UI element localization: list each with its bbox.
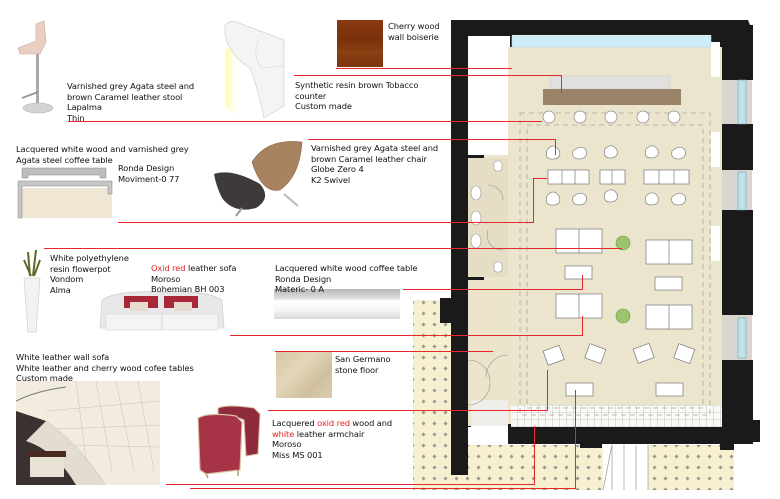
armchair-post-2: leather armchair [294, 428, 365, 439]
armchair-pre: Lacquered [272, 418, 318, 428]
armchair-post: wood and [349, 418, 393, 428]
flowerpot-label: White polyethylene resin flowerpot Vondo… [50, 253, 129, 295]
leader-sofa-v [582, 316, 584, 336]
leader-armchair-h [268, 410, 548, 412]
windows [737, 79, 747, 359]
counter-line-2: counter [295, 90, 327, 101]
leader-floor [275, 351, 493, 353]
leader-boiserie [336, 68, 512, 70]
coffee-table-1-line-1: Lacquered white wood and varnished grey [16, 144, 189, 154]
leader-table1-h [118, 222, 534, 224]
stone-floor-line-2: stone floor [335, 364, 379, 375]
stool-label: Varnished grey Agata steel and brown Car… [67, 81, 194, 123]
armchair-label: Lacquered oxid red wood and white leathe… [272, 418, 392, 460]
leader-bottom1-v [534, 426, 536, 485]
chair-line-1: Varnished grey Agata steel and [311, 143, 439, 153]
leader-counter [294, 75, 562, 77]
sofa-rest: leather sofa [185, 263, 237, 273]
coffee-table-2-line-2: Ronda Design [275, 273, 332, 284]
stool-line-4: Thin [67, 112, 85, 123]
chair-label: Varnished grey Agata steel and brown Car… [311, 143, 438, 185]
leader-table2 [403, 289, 583, 291]
plants [615, 235, 631, 324]
flowerpot-line-1: White polyethylene [50, 253, 129, 263]
leader-bottom2 [190, 488, 576, 490]
armchair-line-3: Moroso [272, 439, 302, 449]
outdoor-paving [413, 300, 734, 490]
swivel-chair-icon [214, 141, 303, 217]
sofa-line-2: Moroso [151, 273, 181, 284]
armchair-red-1: oxid red [317, 418, 350, 428]
flowerpot-icon [23, 249, 41, 333]
armchair-line-1: Lacquered oxid red wood and [272, 418, 392, 429]
coffee-table-1-label: Lacquered white wood and varnished grey … [16, 144, 189, 165]
stool-line-1: Varnished grey Agata steel and [67, 81, 195, 91]
sofa-label: Oxid red leather sofa Moroso Bohemian BH… [151, 263, 236, 295]
leader-bottom1 [166, 484, 535, 486]
wall-sofa-line-1: White leather wall sofa [16, 352, 110, 362]
bar-stools [542, 110, 681, 124]
coffee-table-2-line-3: Materic- 0 A [275, 284, 324, 294]
armchair-icon [197, 405, 261, 479]
stone-swatch-icon [276, 352, 332, 398]
stool-line-2: brown Caramel leather stool [67, 91, 183, 102]
coffee-table-2-label: Lacquered white wood coffee table Ronda … [275, 263, 417, 295]
coffee-table-icon [17, 167, 113, 219]
stone-floor-line-1: San Germano [335, 354, 391, 364]
leader-table2-v [582, 275, 584, 290]
boiserie-line-2: wall boiserie [388, 31, 439, 42]
bench-sofas [547, 169, 690, 185]
counter-icon [224, 21, 285, 119]
counter-line-3: Custom made [295, 101, 352, 111]
restroom-fixtures [467, 160, 509, 406]
bar-stool-icon [17, 20, 54, 114]
sofa-line-1: Oxid red leather sofa [151, 263, 236, 274]
leader-sofa-h [230, 335, 583, 337]
wall-sofa-line-2: White leather and cherry wood cofee tabl… [16, 362, 194, 373]
armchair-line-2: white leather armchair [272, 429, 392, 440]
leader-stool [68, 121, 542, 123]
egg-chairs [545, 145, 686, 206]
entrance-stairs [602, 444, 649, 491]
leader-table1-v [533, 178, 535, 223]
counter-line-1: Synthetic resin brown Tobacco [295, 80, 419, 90]
sofa-highlight: Oxid red [151, 263, 186, 273]
leader-bottom2-v [575, 390, 577, 489]
coffee-table-1-brand-1: Ronda Design [118, 163, 175, 173]
walls [440, 20, 760, 475]
wall-sofa-line-3: Custom made [16, 373, 73, 383]
leader-chair [308, 139, 556, 141]
lounge-sofas [555, 228, 693, 330]
chair-line-4: K2 Swivel [311, 174, 351, 185]
low-table-icon [274, 289, 400, 319]
chair-line-3: Globe Zero 4 [311, 164, 364, 174]
armchair-red-2: white [272, 428, 295, 439]
wall-sofa-photo-icon [16, 381, 160, 485]
wood-swatch-icon [337, 20, 383, 67]
stone-floor-label: San Germano stone floor [335, 354, 391, 375]
leader-flowerpot [44, 248, 622, 250]
flowerpot-line-3: Vondom [50, 274, 84, 284]
flowerpot-line-4: Alma [50, 284, 71, 295]
stool-line-3: Lapalma [67, 102, 102, 112]
boiserie-line-1: Cherry wood [388, 21, 440, 31]
flowerpot-line-2: resin flowerpot [50, 263, 111, 274]
chair-line-2: brown Caramel leather chair [311, 153, 427, 164]
leader-chair-v [555, 139, 557, 155]
sofa-line-3: Bohemian BH 003 [151, 284, 225, 294]
leader-armchair-v [547, 370, 549, 411]
coffee-table-1-brand-2: Moviment-0 77 [118, 173, 180, 184]
coffee-table-2-line-1: Lacquered white wood coffee table [275, 263, 418, 273]
leader-table1-h2 [533, 178, 547, 180]
sofa-icon [99, 291, 225, 331]
counter-label: Synthetic resin brown Tobacco counter Cu… [295, 80, 418, 112]
coffee-table-1-line-2: Agata steel coffee table [16, 154, 113, 165]
coffee-table-1-brand: Ronda Design Moviment-0 77 [118, 163, 179, 184]
armchairs [542, 342, 696, 397]
armchair-line-4: Miss MS 001 [272, 449, 323, 460]
bar-counter [543, 75, 681, 105]
boiserie-label: Cherry wood wall boiserie [388, 21, 440, 42]
leader-counter-v [561, 75, 563, 93]
wall-sofa-label: White leather wall sofa White leather an… [16, 352, 194, 384]
